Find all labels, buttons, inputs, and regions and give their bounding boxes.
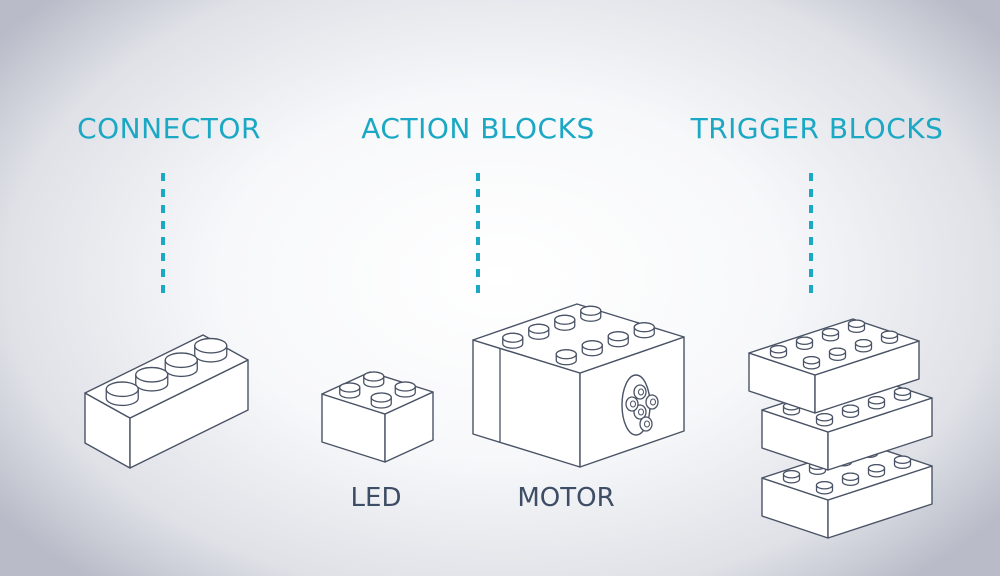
- stud-top: [815, 412, 834, 422]
- stud-top: [554, 314, 576, 325]
- heading-trigger-blocks: TRIGGER BLOCKS: [690, 112, 944, 145]
- stud-top: [528, 323, 550, 334]
- stud: [607, 331, 629, 348]
- stud: [105, 381, 139, 407]
- stud-top: [841, 472, 860, 481]
- heading-connector: CONNECTOR: [77, 112, 261, 145]
- stud-top: [867, 463, 886, 473]
- stud-top: [795, 336, 814, 345]
- stud-top: [847, 319, 866, 328]
- stud-top: [633, 322, 655, 333]
- stud: [528, 323, 550, 340]
- stud-top: [555, 349, 577, 360]
- motor-axle: [633, 384, 647, 400]
- stud: [841, 472, 860, 486]
- stud-top: [880, 330, 899, 339]
- stud: [828, 347, 847, 361]
- stud: [802, 355, 821, 370]
- motor-axle: [639, 416, 653, 432]
- stud-top: [607, 331, 629, 342]
- motor-axle-hole: [650, 398, 656, 406]
- stud: [581, 340, 603, 357]
- stud-top: [867, 395, 886, 405]
- stud-top: [339, 382, 361, 393]
- stud-top: [502, 332, 524, 343]
- stud: [795, 336, 814, 350]
- stud-top: [105, 381, 139, 398]
- stud: [769, 344, 788, 359]
- stud: [555, 349, 577, 366]
- motor-axle-hole: [638, 408, 644, 416]
- stud-top: [135, 366, 169, 383]
- stud: [821, 327, 840, 342]
- motor-axle: [645, 394, 659, 410]
- stud: [370, 392, 392, 409]
- stud-top: [841, 404, 860, 413]
- stud: [554, 314, 576, 331]
- motor-brick: [472, 303, 685, 468]
- stud-top: [893, 387, 912, 396]
- stud: [867, 463, 886, 478]
- stud-top: [769, 344, 788, 354]
- motor-axle-hole: [644, 420, 650, 428]
- stud: [580, 305, 602, 322]
- brick-top-face: [748, 318, 920, 376]
- stud-top: [821, 327, 840, 337]
- stud-top: [782, 469, 801, 479]
- label-motor: MOTOR: [517, 483, 615, 513]
- trigger-brick-1: [748, 318, 920, 414]
- stud: [633, 322, 655, 339]
- trigger-brick-2: [761, 375, 933, 471]
- stud: [339, 382, 361, 399]
- stud: [815, 480, 834, 495]
- stud: [880, 330, 899, 344]
- stud: [815, 412, 834, 427]
- stud-top: [164, 352, 198, 369]
- stud-top: [363, 371, 385, 382]
- motor-axle-hole: [630, 400, 636, 408]
- motor-axle: [625, 396, 639, 412]
- stud: [194, 337, 228, 363]
- brick-top-face: [472, 303, 685, 374]
- stud-top: [370, 392, 392, 403]
- stud-top: [194, 337, 228, 354]
- stud-top: [828, 347, 847, 356]
- stud-top: [815, 480, 834, 490]
- stud: [502, 332, 524, 349]
- stud: [841, 404, 860, 418]
- stud: [854, 338, 873, 353]
- motor-shaft: [621, 374, 659, 436]
- stud-top: [580, 305, 602, 316]
- led-brick: [321, 371, 434, 463]
- stud: [394, 381, 416, 398]
- stud-top: [802, 355, 821, 365]
- stud: [363, 371, 385, 388]
- stud: [893, 387, 912, 401]
- stud: [164, 352, 198, 378]
- motor-axle-hole: [638, 388, 644, 396]
- connector-brick: [84, 334, 249, 469]
- stud-top: [854, 338, 873, 348]
- label-led: LED: [350, 483, 402, 513]
- stud: [135, 366, 169, 392]
- stud: [893, 455, 912, 469]
- heading-action-blocks: ACTION BLOCKS: [361, 112, 595, 145]
- stud: [847, 319, 866, 333]
- stud: [867, 395, 886, 410]
- stud-top: [893, 455, 912, 464]
- stud-top: [581, 340, 603, 351]
- stud-top: [394, 381, 416, 392]
- stud: [782, 469, 801, 484]
